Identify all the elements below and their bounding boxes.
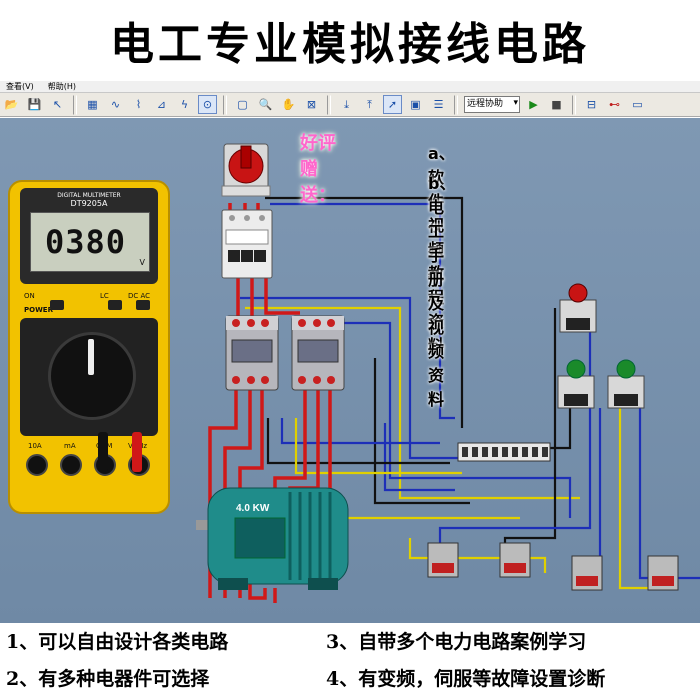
wire-black	[373, 358, 470, 505]
wire-black	[266, 418, 450, 465]
contactor-km1	[225, 315, 279, 391]
rotary-dial[interactable]	[48, 332, 136, 420]
panel-icon[interactable]: ▭	[632, 98, 643, 111]
limit-switch-1	[427, 542, 459, 578]
jack-10a-label: 10A	[28, 442, 42, 450]
wire-yellow	[294, 418, 462, 475]
motor-rating: 4.0 KW	[236, 503, 270, 514]
on-label: ON	[24, 292, 35, 300]
multimeter-readout: 0380	[45, 223, 127, 261]
open-icon[interactable]: 📂	[4, 98, 19, 111]
play-icon[interactable]: ▶	[529, 98, 538, 111]
wire-black	[525, 408, 572, 450]
multimeter-model: DT9205A	[70, 199, 108, 208]
wire-blue	[585, 408, 602, 560]
wire-yellow	[408, 538, 547, 573]
limit-switch-2	[499, 542, 531, 578]
mode-select[interactable]: 远程协助	[464, 96, 520, 113]
jack-10a[interactable]	[26, 454, 48, 476]
pushbutton-stop	[559, 283, 597, 333]
wire-yellow	[245, 306, 580, 500]
wire-black	[265, 196, 464, 428]
wire-blue	[280, 418, 440, 445]
toolbar-separator	[327, 94, 331, 115]
stop-icon[interactable]: ■	[551, 98, 562, 111]
probe-black[interactable]	[98, 432, 108, 472]
wire-blue	[638, 408, 700, 580]
power-icon[interactable]: ϟ	[180, 98, 189, 111]
zoom-icon[interactable]: 🔍	[258, 98, 273, 111]
layout-icon[interactable]: ⊟	[586, 98, 597, 111]
wire-blue	[383, 423, 455, 492]
multimeter-brand: DIGITAL MULTIMETER	[57, 192, 121, 199]
download-icon[interactable]: ⤓	[344, 97, 349, 111]
promo-item-a: a、软件视频教程资料	[428, 144, 455, 355]
promo-item-b: b、电工手册及视频资料	[428, 174, 456, 409]
digital-multimeter[interactable]: DIGITAL MULTIMETER DT9205A 0380 V ON LC …	[8, 180, 170, 514]
dcac-label: DC AC	[128, 292, 151, 300]
wave-icon[interactable]: ∿	[110, 98, 121, 111]
feature-2: 2、有多种电器件可选择	[6, 668, 210, 690]
toolbar: 📂 💾 ↖ ▦ ∿ ⌇ ⊿ ϟ ⊙ ▢ 🔍 ✋ ⊠ ⤓ ⤒ ➚ ▣ ☰ 远程协助…	[0, 93, 700, 117]
toolbar-separator	[223, 94, 227, 115]
upload-icon[interactable]: ⤒	[367, 97, 372, 111]
component-icon[interactable]: ⊿	[156, 98, 167, 111]
notes-icon[interactable]: ☰	[433, 98, 444, 111]
wire-yellow	[618, 408, 660, 590]
signal-icon[interactable]: ⌇	[135, 98, 142, 111]
select-rect-icon[interactable]: ▢	[237, 98, 248, 111]
chart-icon[interactable]: ▦	[87, 98, 98, 111]
multimeter-display: 0380 V	[30, 212, 150, 272]
save-icon[interactable]: 💾	[27, 98, 42, 111]
power-button[interactable]	[50, 300, 64, 310]
wire-blue	[300, 321, 572, 518]
multimeter-unit: V	[139, 258, 145, 267]
menu-view[interactable]: 查看(V)	[6, 82, 34, 91]
dcac-button[interactable]	[136, 300, 150, 310]
feature-list: 1、可以自由设计各类电路 3、自带多个电力电路案例学习 2、有多种电器件可选择 …	[0, 623, 700, 700]
toolbar-separator	[572, 94, 576, 115]
hand-icon[interactable]: ✋	[281, 98, 296, 111]
probe-red[interactable]	[132, 432, 142, 472]
wire-red	[264, 278, 300, 315]
pushbutton-start-1	[557, 359, 595, 409]
wire-red	[248, 578, 267, 600]
promo-title: 好评赠送：	[300, 133, 336, 206]
three-phase-motor	[196, 487, 349, 590]
pointer-icon[interactable]: ↖	[52, 98, 63, 111]
banner-title: 电工专业模拟接线电路	[0, 0, 700, 80]
limit-switch-3	[571, 555, 603, 591]
wire-blue	[270, 202, 455, 420]
feature-1: 1、可以自由设计各类电路	[6, 631, 229, 653]
terminal-block	[457, 442, 551, 462]
wire-blue	[240, 296, 470, 460]
rotary-isolator-switch	[221, 143, 271, 197]
feature-3: 3、自带多个电力电路案例学习	[326, 631, 587, 653]
circuit-breaker	[221, 209, 273, 279]
contactor-km2	[291, 315, 345, 391]
connect-icon[interactable]: ⊷	[609, 98, 620, 111]
wire-black	[503, 308, 557, 558]
arrow-icon[interactable]: ➚	[383, 95, 402, 114]
power-label: POWER	[24, 306, 53, 314]
circuit-diagram: 4.0 KW	[196, 143, 700, 603]
lc-button[interactable]	[108, 300, 122, 310]
probe-icon[interactable]: ⊙	[198, 95, 217, 114]
circuit-canvas[interactable]: 4.0 KW DIGITAL MULTIMETER DT9205A 0380 V…	[0, 118, 700, 623]
limit-switch-4	[647, 555, 679, 591]
menu-help[interactable]: 帮助(H)	[47, 82, 76, 91]
menu-bar: 查看(V) 帮助(H)	[0, 81, 700, 93]
jack-ma[interactable]	[60, 454, 82, 476]
record-icon[interactable]: ▣	[410, 98, 421, 111]
feature-4: 4、有变频，伺服等故障设置诊断	[326, 668, 606, 690]
lc-label: LC	[100, 292, 109, 300]
fit-icon[interactable]: ⊠	[306, 98, 317, 111]
jack-ma-label: mA	[64, 442, 76, 450]
toolbar-separator	[73, 94, 77, 115]
toolbar-separator	[454, 94, 458, 115]
pushbutton-start-2	[607, 359, 645, 409]
dial-pointer	[88, 339, 94, 375]
